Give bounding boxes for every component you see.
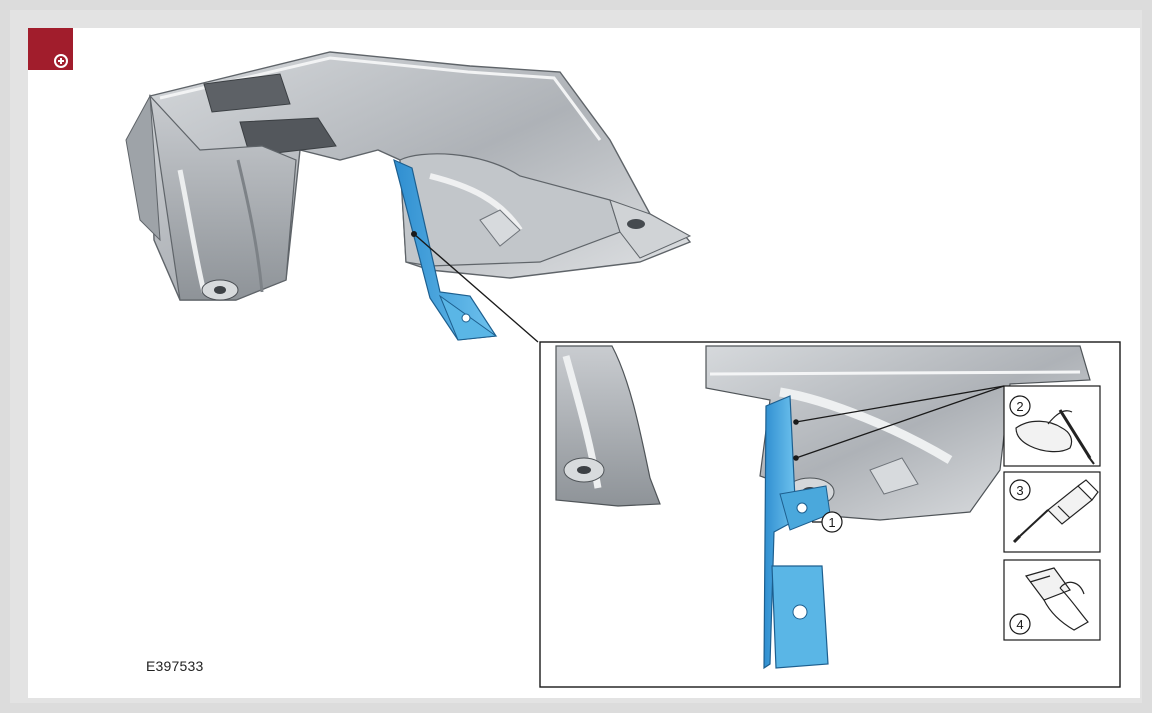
- marker-pen-in-hand-icon: [1015, 409, 1095, 465]
- callout-1: 1: [821, 511, 843, 533]
- callout-3: 3: [1009, 479, 1031, 501]
- callout-4: 4: [1009, 613, 1031, 635]
- svg-text:3: 3: [1016, 483, 1023, 498]
- figure-id-label: E397533: [146, 658, 204, 674]
- leader-line-main: [413, 233, 539, 343]
- callout-2: 2: [1009, 395, 1031, 417]
- hand-pressing-icon: [1024, 567, 1089, 631]
- leader-dot-main: [411, 231, 417, 237]
- zoom-in-icon: [54, 54, 68, 68]
- oil-pan-main: [125, 51, 692, 301]
- sealant-tube-icon: [1012, 479, 1099, 544]
- bracket-main: [393, 158, 498, 341]
- svg-text:4: 4: [1016, 617, 1023, 632]
- svg-text:1: 1: [828, 515, 835, 530]
- leader-lines-detail: [795, 385, 1005, 523]
- bracket-detail: [763, 395, 831, 670]
- svg-text:2: 2: [1016, 399, 1023, 414]
- zoom-button[interactable]: [28, 28, 73, 70]
